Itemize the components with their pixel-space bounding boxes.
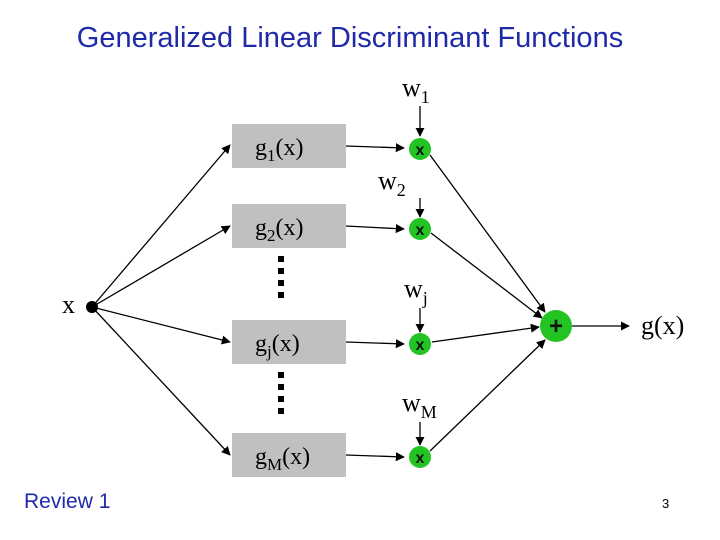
output-label: g(x) — [641, 311, 684, 340]
box-to-mult-arrow-2 — [345, 224, 405, 234]
fanout-arrow-2 — [91, 225, 231, 308]
svg-text:x: x — [416, 222, 425, 239]
svg-text:g2(x): g2(x) — [255, 215, 303, 245]
weight-label-M: wM — [402, 388, 437, 422]
svg-text:gj(x): gj(x) — [255, 331, 300, 361]
input-label: x — [62, 290, 75, 319]
svg-text:x: x — [416, 142, 425, 159]
fanout-arrow-j — [91, 306, 231, 345]
basis-box-1: g1(x) — [232, 124, 346, 168]
multiplier-node-j: x — [409, 333, 431, 355]
ellipsis-dots-lower — [278, 372, 284, 414]
multiplier-node-M: x — [409, 446, 431, 468]
fanout-arrow-1 — [91, 144, 231, 308]
mult-to-sum-arrow-1 — [429, 154, 546, 313]
box-to-mult-arrow-1 — [345, 143, 405, 153]
slide-title: Generalized Linear Discriminant Function… — [76, 22, 624, 54]
weight-label-1: w1 — [402, 73, 430, 107]
weight-label-2: w2 — [378, 166, 406, 200]
multiplier-node-2: x — [409, 218, 431, 240]
sum-node: + — [540, 310, 572, 342]
svg-text:+: + — [549, 313, 563, 340]
svg-text:gM(x): gM(x) — [255, 444, 310, 474]
footer-label: Review 1 — [24, 490, 111, 513]
box-to-mult-arrow-M — [345, 452, 405, 462]
svg-text:x: x — [416, 450, 425, 467]
basis-box-M: gM(x) — [232, 433, 346, 477]
mult-to-sum-arrow-M — [429, 339, 546, 452]
mult-to-sum-arrow-2 — [430, 232, 543, 319]
weight-label-j: wj — [404, 274, 428, 308]
page-number: 3 — [662, 496, 670, 511]
svg-text:g1(x): g1(x) — [255, 135, 303, 165]
ellipsis-dots-upper — [278, 256, 284, 298]
basis-box-2: g2(x) — [232, 204, 346, 248]
svg-text:x: x — [416, 337, 425, 354]
basis-box-j: gj(x) — [232, 320, 346, 364]
multiplier-node-1: x — [409, 138, 431, 160]
box-to-mult-arrow-j — [345, 339, 405, 349]
fanout-arrow-M — [91, 306, 231, 456]
mult-to-sum-arrow-j — [431, 323, 540, 343]
